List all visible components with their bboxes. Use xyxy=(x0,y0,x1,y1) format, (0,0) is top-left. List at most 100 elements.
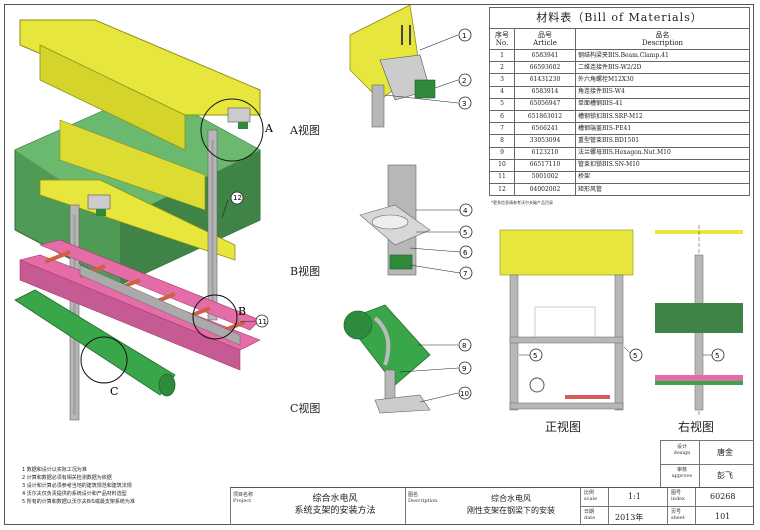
index-value: 60268 xyxy=(710,492,736,501)
bom-cell-article: 6566241 xyxy=(514,122,576,136)
svg-text:5: 5 xyxy=(533,352,537,360)
channel-right xyxy=(207,129,218,321)
svg-text:3: 3 xyxy=(462,100,466,108)
svg-text:9: 9 xyxy=(462,365,466,373)
drawing-title-line2: 刚性支架在钢梁下的安装 xyxy=(467,506,555,515)
detail-label-c: C xyxy=(110,385,118,398)
detail-c-drawing: 8 9 10 xyxy=(343,304,472,414)
bom-cell-desc: 槽钢端盖BIS-PE41 xyxy=(575,122,750,136)
svg-text:8: 8 xyxy=(462,342,466,350)
detail-label-b: B xyxy=(238,305,246,318)
bom-cell-article: 33053094 xyxy=(514,134,576,148)
drawing-frame xyxy=(4,4,754,525)
project-name-line1: 综合水电风 xyxy=(312,494,358,504)
bom-cell-desc: 角连接件BIS-W4 xyxy=(575,85,750,99)
bom-cell-no: 1 xyxy=(489,48,515,63)
callout-12 xyxy=(230,191,244,205)
bom-cell-no: 2 xyxy=(489,61,515,75)
svg-text:12: 12 xyxy=(233,194,242,202)
svg-text:1: 1 xyxy=(462,32,466,40)
bom-cell-article: 61431230 xyxy=(514,73,576,87)
detail-b-drawing: 4 5 6 7 xyxy=(359,164,473,280)
bom-cell-article: 66517110 xyxy=(514,158,576,172)
detail-a-drawing: 1 2 3 xyxy=(349,4,472,128)
bom-cell-desc: 二维连接件BIS-W2/2D xyxy=(575,61,750,75)
pipe xyxy=(14,289,176,396)
bom-cell-no: 6 xyxy=(489,109,515,124)
side-view-label: 右视图 xyxy=(678,420,715,434)
approver-name: 彭飞 xyxy=(717,471,733,480)
bom-cell-desc: 法兰螺母BIS.Hexagon.Nut.M10 xyxy=(575,146,750,160)
general-notes: 1 数据和设计以实际工况为准 2 计算和数据必须有相关检测数据为依据 3 设计和… xyxy=(22,467,135,505)
detail-label-a: A xyxy=(264,122,274,135)
view-b-label: B视图 xyxy=(290,265,321,278)
sheet-value: 101 xyxy=(715,512,731,521)
orthographic-views: 5 5 5 xyxy=(499,225,743,415)
bom-cell-article: 6583914 xyxy=(514,85,576,99)
bom-note: *更多信息请参考沃尔夫破产品目录 xyxy=(491,200,553,205)
scale-value: 1:1 xyxy=(628,492,641,501)
svg-text:7: 7 xyxy=(463,270,467,278)
detail-circle-b xyxy=(192,294,238,340)
bom-cell-desc: 单面槽钢BIS-41 xyxy=(575,97,750,111)
svg-text:2: 2 xyxy=(462,77,466,85)
svg-text:6: 6 xyxy=(463,249,468,257)
svg-text:4: 4 xyxy=(463,207,468,215)
bom-cell-no: 5 xyxy=(489,97,515,111)
bom-cell-no: 7 xyxy=(489,122,515,136)
bom-cell-article: 66593602 xyxy=(514,61,576,75)
bom-cell-no: 10 xyxy=(489,158,515,172)
svg-text:5: 5 xyxy=(463,229,467,237)
bom-cell-no: 3 xyxy=(489,73,515,87)
bom-cell-no: 9 xyxy=(489,146,515,160)
duct-side xyxy=(120,150,260,285)
drawing-title-line1: 综合水电风 xyxy=(491,494,531,503)
svg-text:5: 5 xyxy=(715,352,719,360)
bom-cell-article: 5001002 xyxy=(514,170,576,185)
bom-cell-article: 6123210 xyxy=(514,146,576,160)
bom-cell-desc: 重型管束BIS.BD1501 xyxy=(575,134,750,148)
view-c-label: C视图 xyxy=(290,402,321,415)
bom-cell-no: 4 xyxy=(489,85,515,99)
svg-text:11: 11 xyxy=(258,318,267,326)
project-name-line2: 系统支架的安装方法 xyxy=(294,506,376,516)
svg-text:5: 5 xyxy=(633,352,637,360)
bom-cell-article: 6583941 xyxy=(514,48,576,63)
bom-cell-article: 04002002 xyxy=(514,183,576,197)
isometric-assembly-drawing: A B C 12 11 1 2 3 4 5 6 7 xyxy=(14,4,473,421)
steel-beam-top xyxy=(19,19,261,116)
bom-cell-desc: 管束扣锁BIS.SN-M10 xyxy=(575,158,750,172)
bom-cell-desc: 槽钢锁扣BIS.SRP-M12 xyxy=(575,109,750,124)
date-value: 2013年 xyxy=(615,513,644,522)
bom-cell-article: 651863012 xyxy=(514,109,576,124)
detail-circle-c xyxy=(80,336,128,384)
detail-circle-a xyxy=(200,98,264,162)
bom-cell-no: 8 xyxy=(489,134,515,148)
bom-cell-desc: 桥架 xyxy=(575,170,750,185)
view-a-label: A视图 xyxy=(290,124,320,137)
callout-11 xyxy=(255,314,269,328)
front-view-label: 正视图 xyxy=(545,420,582,434)
bom-cell-desc: 外六角螺栓M12X30 xyxy=(575,73,750,87)
bom-cell-no: 12 xyxy=(489,183,515,197)
bom-cell-no: 11 xyxy=(489,170,515,185)
svg-text:10: 10 xyxy=(460,390,469,398)
bom-cell-article: 65056947 xyxy=(514,97,576,111)
bom-cell-desc: 矩形风管 xyxy=(575,183,750,197)
